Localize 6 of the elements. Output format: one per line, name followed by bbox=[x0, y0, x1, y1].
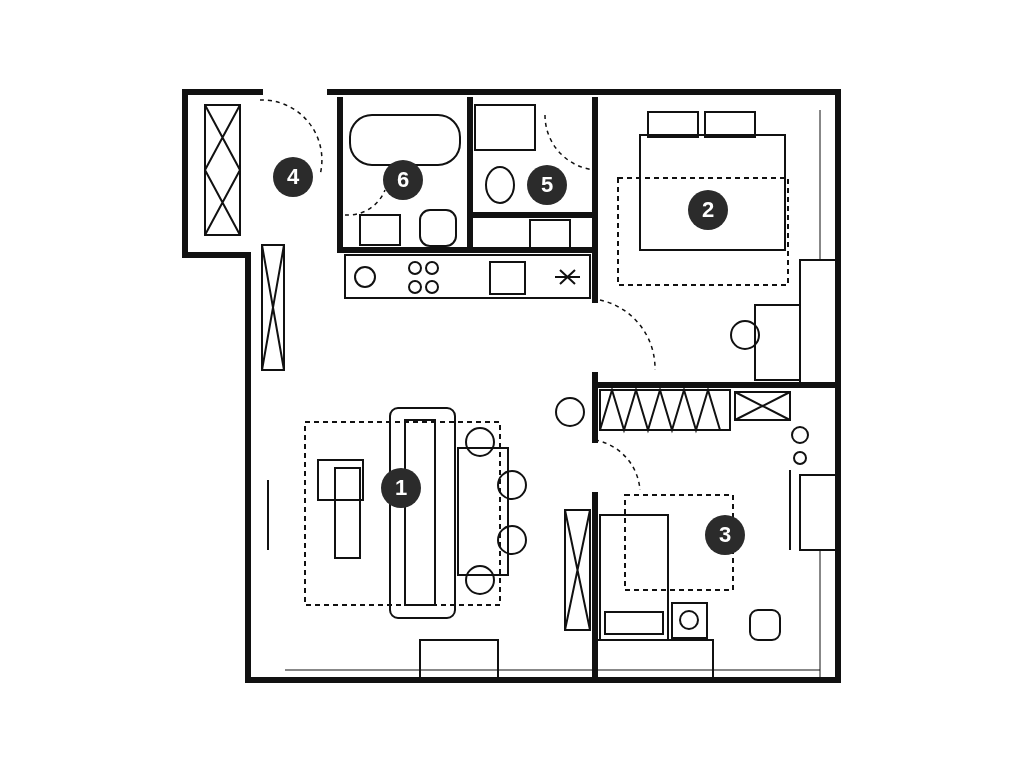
callout-number: 4 bbox=[273, 157, 313, 197]
callout-number: 2 bbox=[688, 190, 728, 230]
callout-number: 1 bbox=[381, 468, 421, 508]
callout-number: 5 bbox=[527, 165, 567, 205]
callout-number: 6 bbox=[383, 160, 423, 200]
callout-number: 3 bbox=[705, 515, 745, 555]
